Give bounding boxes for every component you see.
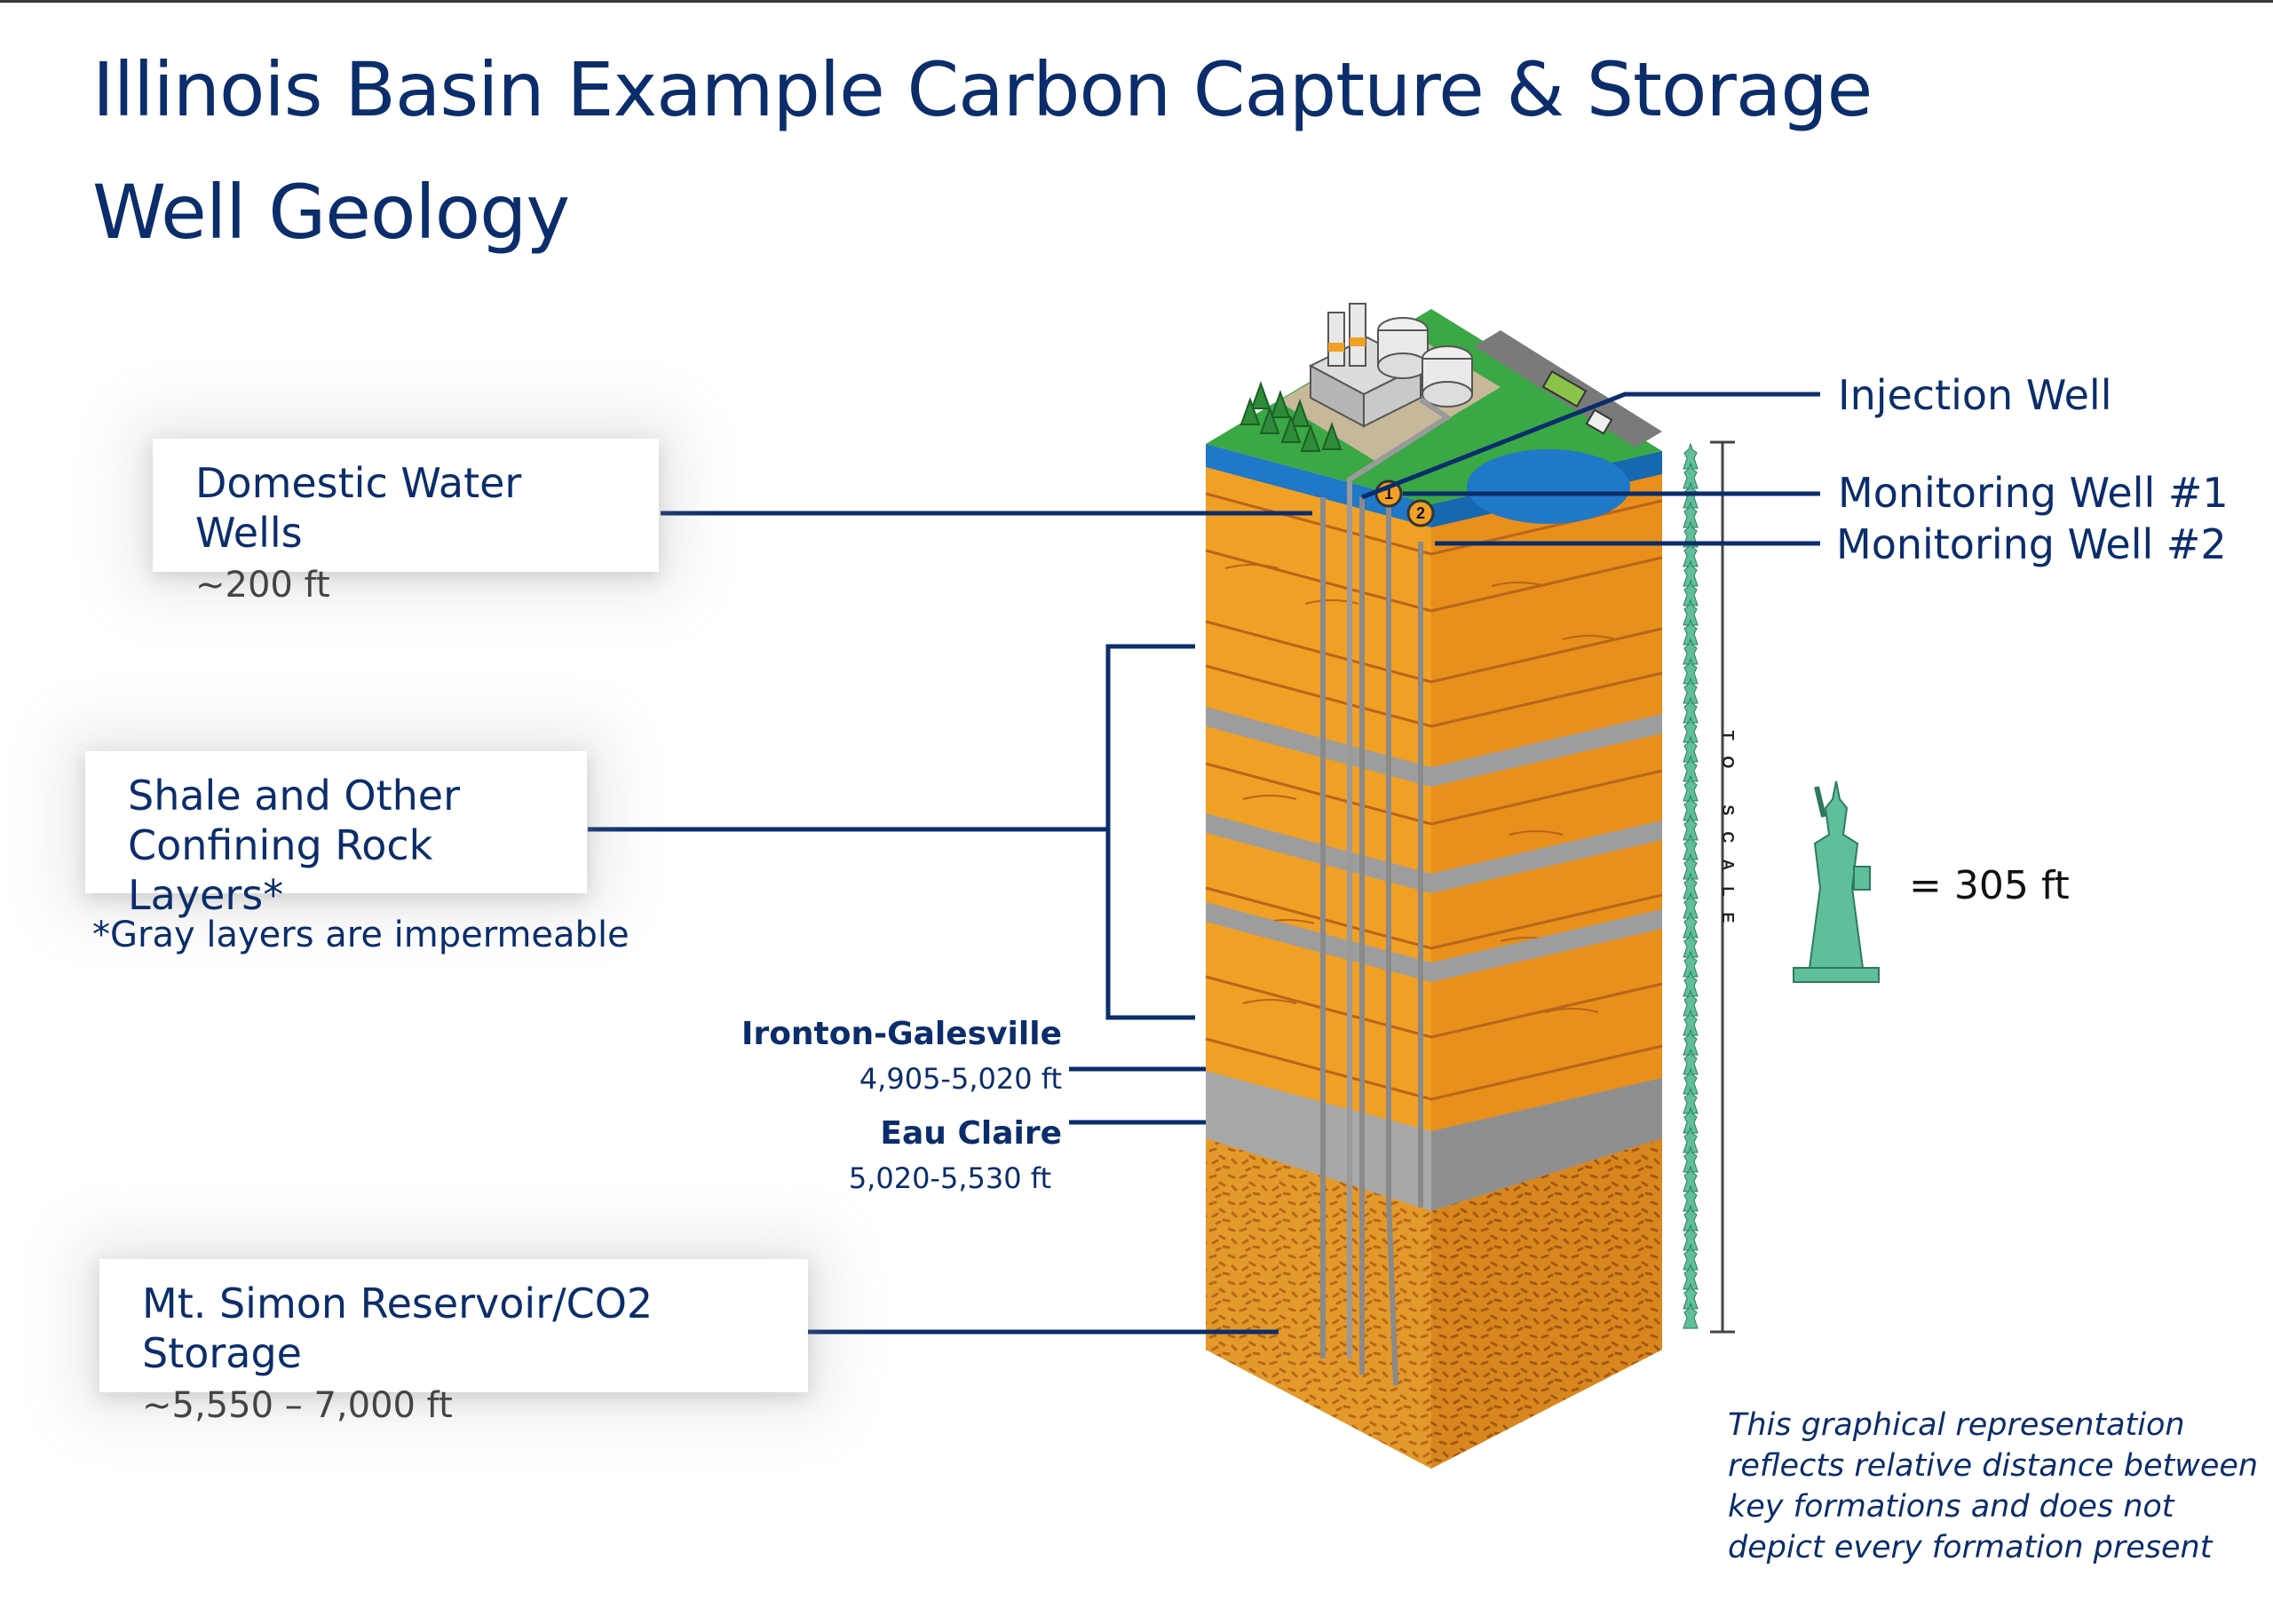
co2-pipeline	[1347, 397, 1453, 1359]
mini-statue-icon	[1683, 716, 1699, 743]
shale-label-line2: Confining Rock Layers*	[128, 821, 433, 919]
mt-simon-left	[1206, 1138, 1431, 1469]
scale-bar: TO SCALE	[1710, 440, 1737, 1334]
domestic-water-wells-depth: ~200 ft	[195, 565, 330, 606]
scale-equivalence: = 305 ft	[1909, 863, 2070, 908]
mini-statue-icon	[1683, 970, 1699, 997]
mini-statue-icon	[1683, 598, 1699, 626]
disclaimer-note: This graphical representation reflects r…	[1728, 1407, 2259, 1565]
page-title: Illinois Basin Example Carbon Capture & …	[92, 46, 1873, 133]
mini-statue-icon	[1683, 1263, 1699, 1290]
mini-statue-icon	[1683, 891, 1699, 919]
mini-statue-icon	[1683, 579, 1699, 606]
mini-statue-icon	[1683, 1302, 1699, 1329]
mt-simon-right	[1431, 1138, 1662, 1469]
statue-of-liberty-icon	[1793, 780, 1880, 983]
impermeable-layers	[1206, 707, 1662, 1211]
mini-statue-icon	[1683, 950, 1699, 978]
trees	[1239, 381, 1342, 452]
scale-label: TO SCALE	[1719, 731, 1737, 939]
injection-well-label: Injection Well	[1838, 371, 2112, 419]
mini-statue-icon	[1683, 638, 1699, 665]
mini-statue-icon	[1683, 755, 1699, 782]
mini-statue-icon	[1683, 852, 1699, 880]
mini-statue-icon	[1683, 1048, 1699, 1075]
mini-statue-icon	[1683, 931, 1699, 958]
statue-stack	[1683, 442, 1699, 1329]
top-border	[0, 0, 2273, 3]
mini-statue-icon	[1683, 1204, 1699, 1232]
mini-statue-icon	[1683, 774, 1699, 802]
mini-statue-icon	[1683, 1145, 1699, 1173]
pond	[1467, 449, 1630, 524]
mini-statue-icon	[1683, 1184, 1699, 1212]
monitoring-2-marker: 2	[1416, 504, 1425, 522]
mini-statue-icon	[1683, 462, 1699, 489]
gray-layers-footnote: *Gray layers are impermeable	[92, 915, 630, 955]
mini-statue-icon	[1683, 1009, 1699, 1036]
mini-statue-icon	[1683, 559, 1699, 587]
mt-simon-depth: ~5,550 – 7,000 ft	[142, 1385, 453, 1426]
mini-statue-icon	[1683, 1126, 1699, 1153]
mini-statue-icon	[1683, 1067, 1699, 1095]
shale-layers-card: Shale and Other Confining Rock Layers*	[85, 751, 587, 919]
eau-claire-depth: 5,020-5,530 ft	[848, 1161, 1051, 1195]
mini-statue-icon	[1683, 696, 1699, 724]
mini-statue-icon	[1683, 1224, 1699, 1251]
mt-simon-label: Mt. Simon Reservoir/CO2 Storage	[142, 1279, 653, 1377]
mini-statue-icon	[1683, 1243, 1699, 1271]
domestic-water-wells-label: Domestic Water Wells	[195, 459, 522, 557]
leader-injection	[1361, 392, 1820, 500]
mini-statue-icon	[1683, 1282, 1699, 1310]
mini-statue-icon	[1683, 1028, 1699, 1056]
ironton-galesville-depth: 4,905-5,020 ft	[859, 1062, 1062, 1096]
leader-lines	[588, 392, 1820, 1335]
well-pipes	[1320, 497, 1423, 1386]
ironton-galesville-name: Ironton-Galesville	[741, 1016, 1062, 1052]
mini-statue-icon	[1683, 677, 1699, 704]
mini-statue-icon	[1683, 872, 1699, 899]
mini-statue-icon	[1683, 657, 1699, 685]
geology-column: 1 2	[1205, 303, 1663, 1469]
mini-statue-icon	[1683, 501, 1699, 528]
eau-claire-name: Eau Claire	[880, 1115, 1062, 1152]
page-subtitle: Well Geology	[92, 169, 570, 256]
mini-statue-icon	[1683, 735, 1699, 763]
domestic-water-wells-card: Domestic Water Wells ~200 ft	[153, 439, 659, 606]
leader-shale-bracket	[1105, 644, 1195, 1020]
mini-statue-icon	[1683, 442, 1699, 470]
mini-statue-icon	[1683, 989, 1699, 1017]
monitoring-1-marker: 1	[1384, 485, 1393, 503]
water-table-left	[1206, 444, 1431, 527]
mini-statue-icon	[1683, 618, 1699, 646]
monitoring-well-1-label: Monitoring Well #1	[1838, 469, 2229, 517]
shale-label-line1: Shale and Other	[128, 772, 461, 820]
power-plant	[1308, 303, 1613, 435]
mini-statue-icon	[1683, 794, 1699, 821]
mini-statue-icon	[1683, 1165, 1699, 1192]
mt-simon-card: Mt. Simon Reservoir/CO2 Storage ~5,550 –…	[99, 1259, 808, 1426]
mini-statue-icon	[1683, 911, 1699, 939]
mini-statue-icon	[1683, 1087, 1699, 1114]
mini-statue-icon	[1683, 833, 1699, 860]
mini-statue-icon	[1683, 813, 1699, 841]
mini-statue-icon	[1683, 1106, 1699, 1134]
monitoring-well-2-label: Monitoring Well #2	[1836, 520, 2227, 568]
